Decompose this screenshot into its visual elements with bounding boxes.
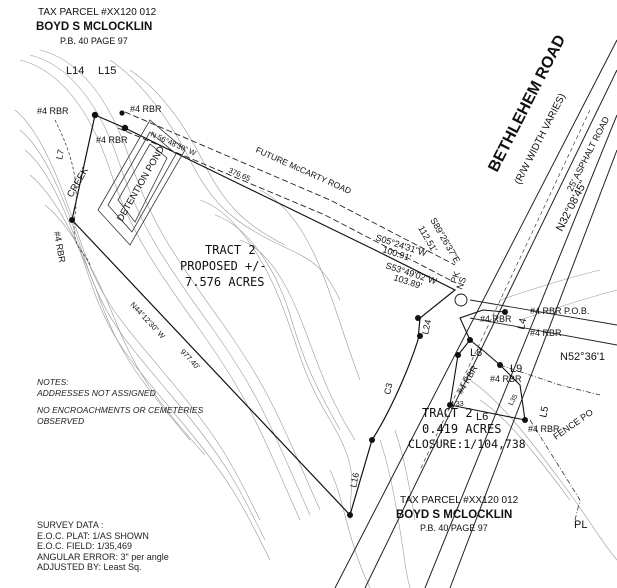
tract2b-closure: CLOSURE:1/104,738 [408, 437, 526, 451]
rbr-label-9: #4 RBR [480, 314, 512, 324]
line-l4: L4 [516, 317, 529, 331]
creek-line [54, 119, 91, 266]
line-l7: L7 [54, 149, 66, 161]
survey-field: E.O.C. FIELD: 1/35,469 [37, 541, 133, 551]
bottom-owner-name: BOYD S MCLOCKLIN [396, 509, 512, 521]
rbr-label-1: #4 RBR [37, 106, 69, 116]
rbr-label-7: #4 RBR [490, 374, 522, 384]
future-mccarty-road [117, 111, 456, 281]
bottom-parcel-label: TAX PARCEL #XX120 012 [400, 495, 519, 506]
top-book-label: P.B. 40 PAGE 97 [60, 36, 128, 46]
fence-line [499, 364, 601, 521]
bearing-n52: N52°36'1 [560, 351, 605, 363]
survey-adjusted: ADJUSTED BY: Least Sq. [37, 562, 142, 572]
tract2-proposed: PROPOSED +/- [180, 259, 267, 273]
line-l24: L24 [420, 319, 433, 336]
survey-plat: E.O.C. PLAT: 1/AS SHOWN [37, 530, 149, 541]
bearing-n44: N44°12'30" W [129, 300, 168, 341]
pk-label: PK [448, 270, 462, 285]
rbr-label-4: #4 RBR [52, 231, 67, 264]
contour-lines [14, 49, 617, 588]
bethlehem-road [334, 39, 617, 588]
tract2b-title: TRACT 2 [422, 406, 473, 420]
rbr-label-2: #4 RBR [130, 104, 162, 114]
distance-97740: 977.40' [179, 347, 203, 371]
bottom-book-label: P.B. 40 PAGE 97 [420, 523, 488, 533]
tract2-title: TRACT 2 [205, 243, 256, 257]
line-l33: L33 [452, 401, 464, 408]
line-l9: L9 [510, 363, 522, 375]
curve-c3: C3 [382, 382, 394, 395]
line-l6: L6 [476, 411, 488, 423]
line-l14: L14 [66, 65, 84, 77]
line-l16: L16 [348, 472, 361, 489]
line-l15: L15 [98, 65, 116, 77]
survey-pins [69, 110, 528, 518]
top-parcel-label: TAX PARCEL #XX120 012 [38, 7, 157, 18]
top-owner-name: BOYD S MCLOCKLIN [36, 21, 152, 33]
line-l5: L5 [538, 405, 551, 419]
tract2-acres: 7.576 ACRES [185, 275, 264, 289]
survey-angular: ANGULAR ERROR: 3" per angle [37, 551, 169, 562]
tract2b-acres: 0.419 ACRES [422, 422, 501, 436]
line-l8: L8 [470, 347, 482, 359]
rbr-label-3: #4 RBR [96, 135, 128, 145]
rbr-pob-label: #4 RBR P.O.B. [530, 306, 589, 316]
pk-nail [454, 293, 468, 307]
survey-data-block: SURVEY DATA : E.O.C. PLAT: 1/AS SHOWN E.… [37, 520, 169, 573]
line-l35: L35 [508, 393, 520, 407]
asphalt-road [469, 299, 617, 346]
rbr-label-5: #4 RBR [530, 328, 562, 338]
survey-title: SURVEY DATA : [37, 520, 104, 530]
detention-pond [97, 119, 186, 246]
rbr-label-6: #4 RBR [528, 424, 560, 434]
notes-block: NOTES: ADDRESSES NOT ASSIGNED NO ENCROAC… [37, 377, 203, 427]
tract2-boundary [71, 114, 457, 516]
notes-line-3: OBSERVED [37, 416, 85, 426]
ns-label: NS [454, 276, 468, 291]
rbr-label-8: #4 RBR [455, 363, 480, 396]
pl-label: PL [574, 519, 587, 531]
notes-title: NOTES: [37, 377, 69, 387]
notes-line-2: NO ENCROACHMENTS OR CEMETERIES [37, 405, 204, 415]
notes-line-1: ADDRESSES NOT ASSIGNED [37, 388, 156, 398]
asphalt-road-label: 25' ASPHALT ROAD [565, 114, 612, 192]
